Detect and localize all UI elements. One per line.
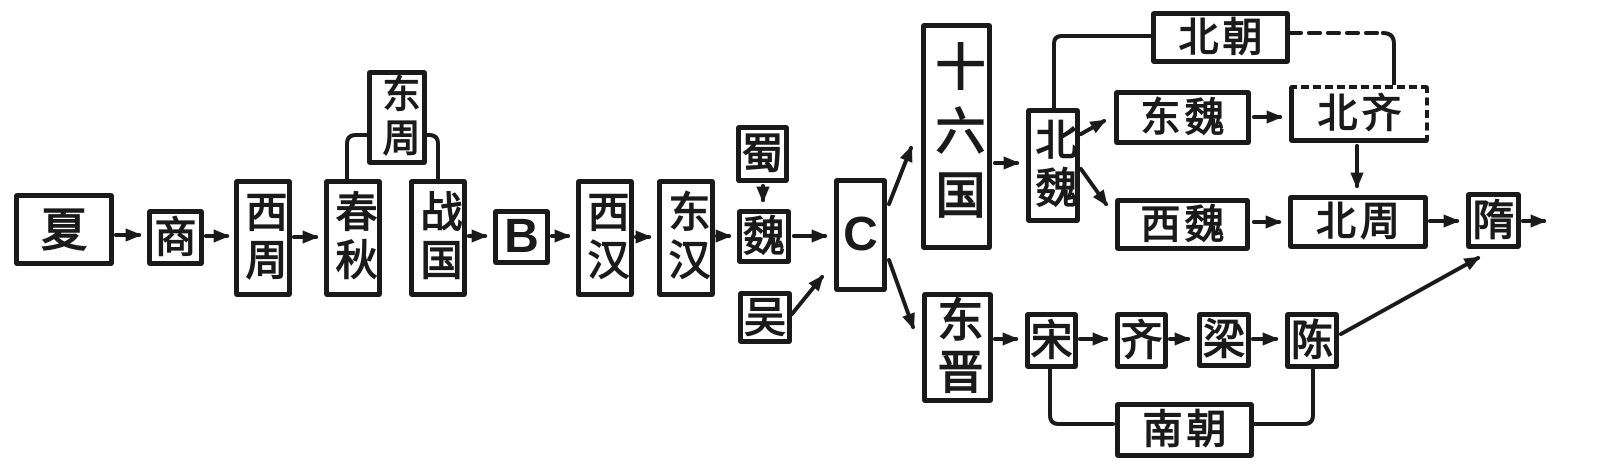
node-beiwei: 北魏 [1026,108,1080,223]
node-sui-label: 隋 [1472,196,1519,244]
node-xia: 夏 [14,193,114,266]
node-shiliuguo-label: 十六国 [928,40,985,233]
node-beizhou-label: 北周 [1316,200,1404,244]
edge-wu-c [790,274,824,316]
node-xizhou-label: 西周 [240,190,287,286]
node-nanchao: 南朝 [1115,402,1254,458]
node-xiwei: 西魏 [1115,198,1250,251]
edge-song-nanchao-bracket [1048,367,1115,426]
node-xizhou: 西周 [234,179,292,297]
node-c-label: C [843,208,882,261]
node-beiwei-label: 北魏 [1030,117,1077,214]
node-donghan: 东汉 [657,179,715,297]
node-chunqiu: 春秋 [324,179,382,297]
node-sui: 隋 [1466,192,1521,249]
node-liang: 梁 [1197,312,1251,368]
node-shiliuguo: 十六国 [921,23,992,250]
node-song-label: 宋 [1030,316,1077,364]
node-b-placeholder: B [493,209,550,265]
edge-dongzhou-chunqiu-bracket [345,133,369,180]
node-donghan-label: 东汉 [663,190,710,286]
node-wei: 魏 [737,209,791,264]
node-qi: 齐 [1115,312,1168,369]
edge-chen-sui [1339,256,1481,336]
edge-c-dongjin [887,258,915,330]
node-zhanguo-label: 战国 [415,190,462,286]
node-c-placeholder: C [834,178,887,292]
node-xihan-label: 西汉 [582,190,629,286]
node-xihan: 西汉 [576,179,634,297]
node-dongjin: 东晋 [922,292,993,403]
node-xiwei-label: 西魏 [1140,202,1229,247]
node-song: 宋 [1025,312,1078,369]
node-dongwei-label: 东魏 [1140,95,1229,140]
node-shang-label: 商 [154,213,201,261]
edge-dongzhou-zhanguo-bracket [425,133,440,180]
node-nanchao-label: 南朝 [1142,408,1231,452]
node-shu: 蜀 [736,125,789,183]
node-wei-label: 魏 [743,212,790,260]
node-liang-label: 梁 [1203,316,1250,363]
node-wu: 吴 [738,291,792,344]
node-chen: 陈 [1285,312,1339,369]
edge-beichao-beiqi-corner [1381,31,1396,86]
node-dongjin-label: 东晋 [931,295,984,400]
node-dongzhou: 东周 [367,70,427,165]
node-beiqi-label: 北齐 [1317,91,1406,136]
node-wu-label: 吴 [744,293,791,341]
node-xia-label: 夏 [41,203,91,256]
node-qi-label: 齐 [1120,316,1167,364]
node-chunqiu-label: 春秋 [330,190,377,286]
edge-c-shiliuguo [887,145,913,206]
node-beiqi: 北齐 [1289,85,1429,143]
node-shu-label: 蜀 [741,130,788,177]
node-beichao: 北朝 [1151,11,1290,64]
edge-beiwei-beichao-line [1052,34,1152,111]
node-dongwei: 东魏 [1114,90,1251,145]
node-beizhou: 北周 [1288,195,1428,249]
edge-nanchao-chen-bracket [1253,368,1315,426]
node-dongzhou-label: 东周 [376,73,418,162]
node-zhanguo: 战国 [409,179,467,297]
edge-beiwei-dongwei [1079,119,1107,136]
node-chen-label: 陈 [1291,316,1338,364]
node-beichao-label: 北朝 [1178,15,1267,60]
edge-beiwei-xiwei [1079,167,1108,207]
node-b-label: B [504,210,543,263]
node-shang: 商 [147,209,204,266]
